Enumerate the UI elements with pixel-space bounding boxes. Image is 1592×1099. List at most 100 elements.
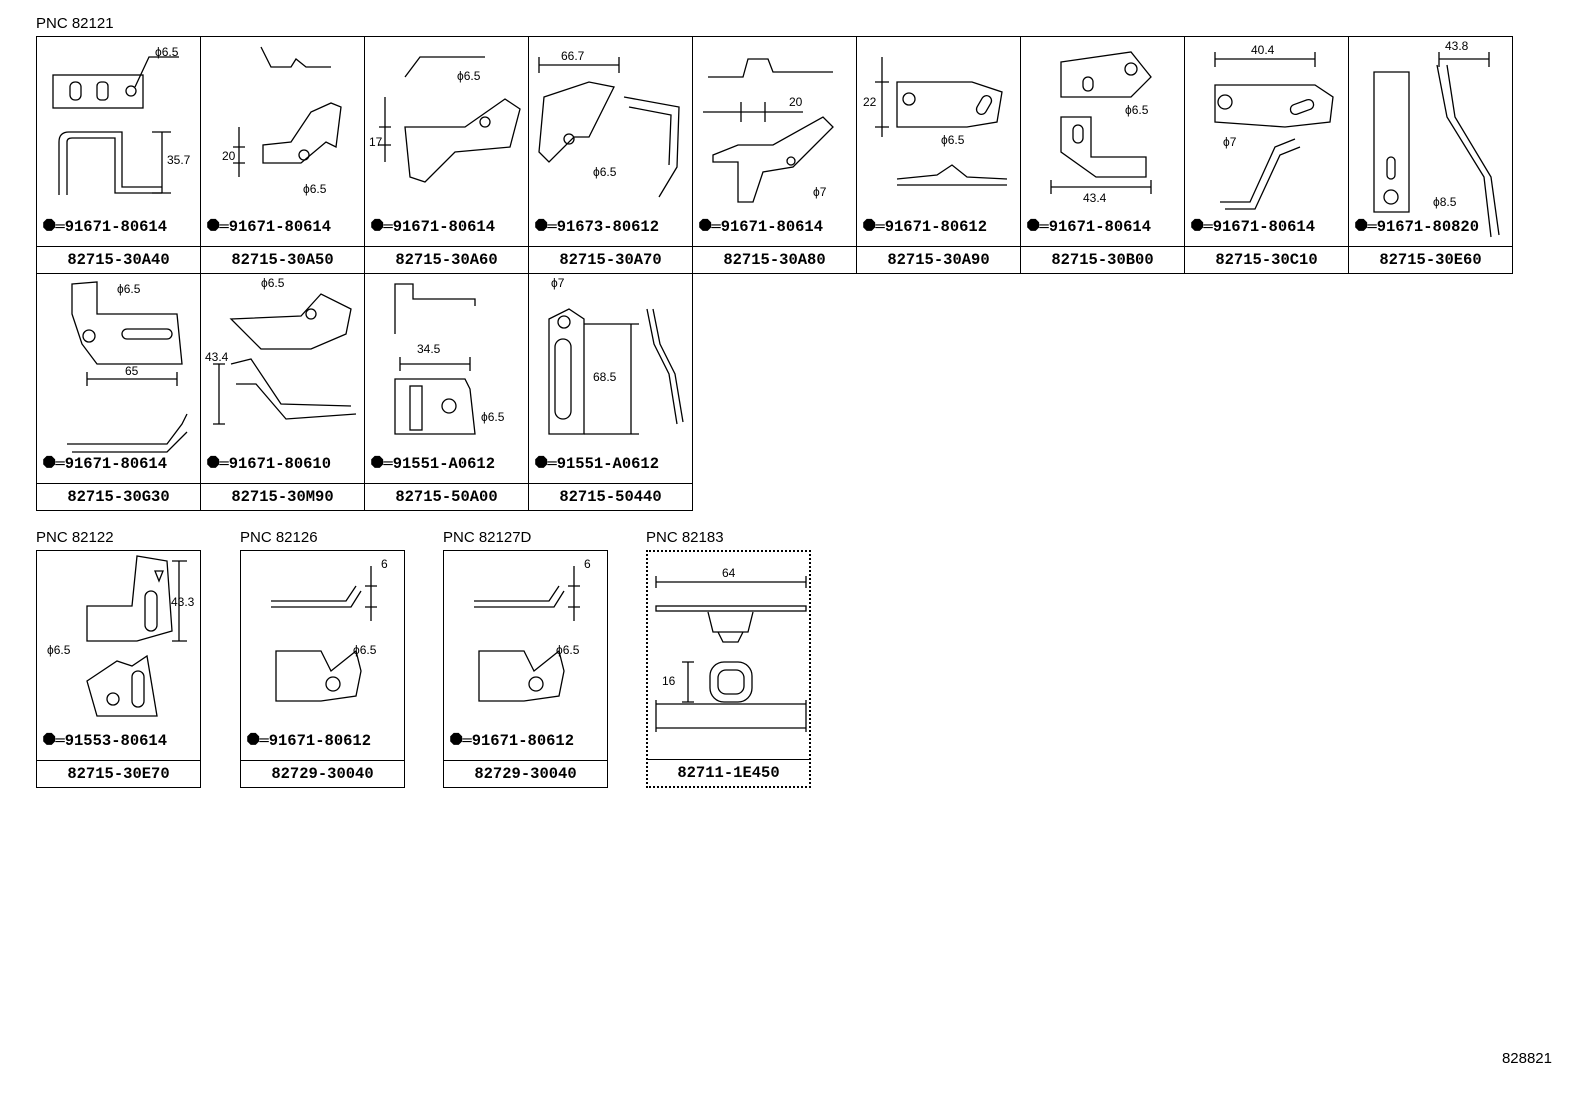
part-number: 82715-30G30 xyxy=(37,483,200,510)
dimension-label: ϕ6.5 xyxy=(353,643,377,657)
pnc-label-82183: PNC 82183 xyxy=(646,529,724,546)
bolt-part-number: ⯃═91671-80614 xyxy=(371,218,496,236)
dimension-label: ϕ6.5 xyxy=(303,182,327,196)
dimension-label: ϕ6.5 xyxy=(556,643,580,657)
pnc-label-82127d: PNC 82127D xyxy=(443,529,532,546)
part-cell[interactable]: 66.7 ϕ6.5 ⯃═91673-80612 82715-30A70 xyxy=(528,36,693,274)
part-cell[interactable]: 6 ϕ6.5 ⯃═91671-80612 82729-30040 xyxy=(443,550,608,788)
dimension-label: ϕ6.5 xyxy=(481,410,505,424)
pnc-label-82126: PNC 82126 xyxy=(240,529,318,546)
part-cell[interactable]: 64 16 82711-1E450 xyxy=(646,550,811,788)
dimension-label: 43.4 xyxy=(205,350,229,364)
document-number: 828821 xyxy=(1501,1050,1552,1067)
bracket-drawing xyxy=(271,566,377,702)
part-number: 82715-30A40 xyxy=(37,246,200,273)
part-number: 82711-1E450 xyxy=(648,759,809,786)
bracket-drawing xyxy=(52,56,179,195)
part-cell[interactable]: ϕ7 68.5 ⯃═91551-A0612 82715-50440 xyxy=(528,273,693,511)
part-number: 82715-30C10 xyxy=(1185,246,1348,273)
part-number: 82715-30B00 xyxy=(1021,246,1184,273)
bolt-part-number: ⯃═91671-80614 xyxy=(1027,218,1152,236)
bolt-part-number: ⯃═91671-80612 xyxy=(450,732,575,750)
part-cell[interactable]: 20 ϕ6.5 ⯃═91671-80614 82715-30A50 xyxy=(200,36,365,274)
bracket-drawing xyxy=(875,57,1008,186)
part-number: 82715-30A80 xyxy=(693,246,856,273)
part-number: 82729-30040 xyxy=(444,760,607,787)
dimension-label: ϕ6.5 xyxy=(593,165,617,179)
clip-drawing xyxy=(655,576,807,732)
dimension-label: ϕ7 xyxy=(551,276,565,290)
part-cell[interactable]: 43.3 ϕ6.5 ⯃═91553-80614 82715-30E70 xyxy=(36,550,201,788)
bolt-part-number: ⯃═91671-80614 xyxy=(207,218,332,236)
bracket-drawing xyxy=(1373,52,1500,238)
dimension-label: 20 xyxy=(222,149,236,163)
bolt-part-number: ⯃═91551-A0612 xyxy=(535,455,660,473)
bracket-drawing xyxy=(233,46,342,177)
part-number: 82715-30E60 xyxy=(1349,246,1512,273)
bolt-part-number: ⯃═91671-80820 xyxy=(1355,218,1480,236)
bolt-part-number: ⯃═91671-80610 xyxy=(207,455,332,473)
dimension-label: 6 xyxy=(584,557,591,571)
pnc-label-82121: PNC 82121 xyxy=(36,15,114,32)
bolt-part-number: ⯃═91671-80614 xyxy=(1191,218,1316,236)
part-number: 82715-30A70 xyxy=(529,246,692,273)
bolt-part-number: ⯃═91551-A0612 xyxy=(371,455,496,473)
bolt-part-number: ⯃═91671-80614 xyxy=(43,455,168,473)
part-cell[interactable]: 34.5 ϕ6.5 ⯃═91551-A0612 82715-50A00 xyxy=(364,273,529,511)
bracket-drawing xyxy=(548,308,684,435)
part-cell[interactable]: 40.4 ϕ7 ⯃═91671-80614 82715-30C10 xyxy=(1184,36,1349,274)
part-number: 82715-30A60 xyxy=(365,246,528,273)
bracket-drawing xyxy=(1050,51,1152,194)
bracket-drawing xyxy=(538,57,680,198)
part-cell[interactable]: ϕ6.5 65 ⯃═91671-80614 82715-30G30 xyxy=(36,273,201,511)
dimension-label: 68.5 xyxy=(593,370,617,384)
part-number: 82715-50440 xyxy=(529,483,692,510)
dimension-label: 43.4 xyxy=(1083,191,1107,205)
part-cell[interactable]: 22 ϕ6.5 ⯃═91671-80612 82715-30A90 xyxy=(856,36,1021,274)
bracket-drawing xyxy=(394,283,476,435)
dimension-label: ϕ6.5 xyxy=(47,643,71,657)
dimension-label: 17 xyxy=(369,135,383,149)
bracket-drawing xyxy=(213,293,357,425)
dimension-label: 66.7 xyxy=(561,49,585,63)
dimension-label: 40.4 xyxy=(1251,43,1275,57)
bolt-part-number: ⯃═91553-80614 xyxy=(43,732,168,750)
dimension-label: 64 xyxy=(722,566,736,580)
part-cell[interactable]: 20 ϕ7 ⯃═91671-80614 82715-30A80 xyxy=(692,36,857,274)
dimension-label: 6 xyxy=(381,557,388,571)
dimension-label: ϕ6.5 xyxy=(1125,103,1149,117)
dimension-label: 43.8 xyxy=(1445,39,1469,53)
bolt-part-number: ⯃═91671-80612 xyxy=(863,218,988,236)
dimension-label: 16 xyxy=(662,674,676,688)
pnc-label-82122: PNC 82122 xyxy=(36,529,114,546)
bracket-drawing xyxy=(67,281,188,453)
dimension-label: ϕ7 xyxy=(1223,135,1237,149)
dimension-label: 34.5 xyxy=(417,342,441,356)
part-cell[interactable]: ϕ6.5 43.4 ⯃═91671-80610 82715-30M90 xyxy=(200,273,365,511)
part-number: 82715-30A90 xyxy=(857,246,1020,273)
bracket-drawing xyxy=(379,56,521,183)
bracket-drawing xyxy=(1214,52,1334,210)
part-cell[interactable]: ϕ6.5 43.4 ⯃═91671-80614 82715-30B00 xyxy=(1020,36,1185,274)
bolt-part-number: ⯃═91671-80614 xyxy=(699,218,824,236)
part-cell[interactable]: 43.8 ϕ8.5 ⯃═91671-80820 82715-30E60 xyxy=(1348,36,1513,274)
dimension-label: ϕ7 xyxy=(813,185,827,199)
bracket-drawing xyxy=(86,555,187,717)
dimension-label: ϕ6.5 xyxy=(941,133,965,147)
dimension-label: 65 xyxy=(125,364,139,378)
part-cell[interactable]: 6 ϕ6.5 ⯃═91671-80612 82729-30040 xyxy=(240,550,405,788)
dimension-label: ϕ8.5 xyxy=(1433,195,1457,209)
dimension-label: 20 xyxy=(789,95,803,109)
part-number: 82715-30E70 xyxy=(37,760,200,787)
part-number: 82715-30M90 xyxy=(201,483,364,510)
dimension-label: ϕ6.5 xyxy=(155,45,179,59)
bolt-part-number: ⯃═91671-80614 xyxy=(43,218,168,236)
dimension-label: 22 xyxy=(863,95,877,109)
part-number: 82729-30040 xyxy=(241,760,404,787)
dimension-label: ϕ6.5 xyxy=(261,276,285,290)
dimension-label: ϕ6.5 xyxy=(117,282,141,296)
part-number: 82715-50A00 xyxy=(365,483,528,510)
bracket-drawing xyxy=(474,566,580,702)
part-cell[interactable]: ϕ6.5 35.7 ⯃═91671-80614 82715-30A40 xyxy=(36,36,201,274)
part-cell[interactable]: ϕ6.5 17 ⯃═91671-80614 82715-30A60 xyxy=(364,36,529,274)
